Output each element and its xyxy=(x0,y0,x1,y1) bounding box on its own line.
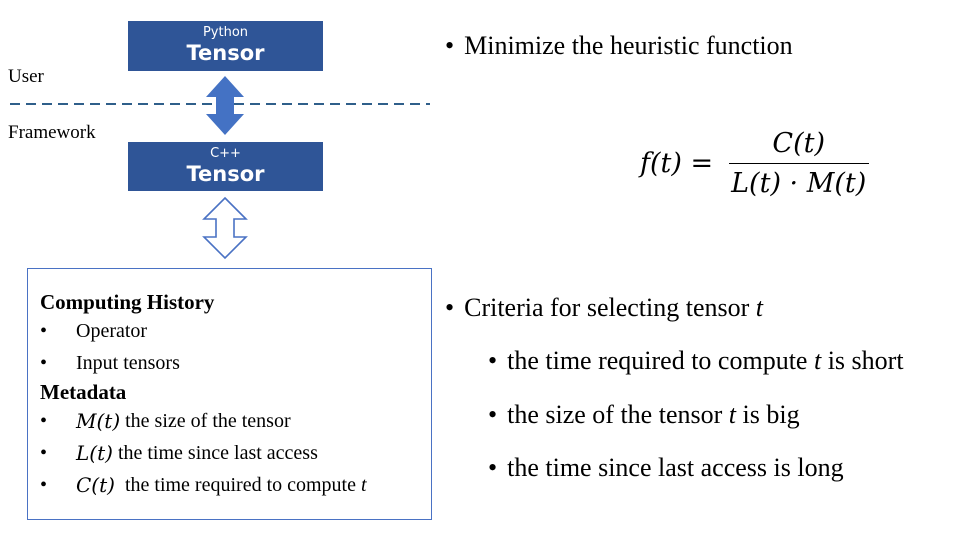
list-item: • C(t) the time required to compute t xyxy=(40,473,367,497)
python-tensor-box: Python Tensor xyxy=(128,21,323,71)
list-item: • L(t) the time since last access xyxy=(40,441,318,465)
formula-numerator: C(t) xyxy=(772,128,825,159)
divider-and-arrows xyxy=(10,76,430,260)
tensor-info-box: Computing History •Operator •Input tenso… xyxy=(27,268,432,520)
python-tensor-label: Tensor xyxy=(186,41,265,65)
computing-history-title: Computing History xyxy=(40,290,215,314)
sub-criterion-compute-time: •the time required to compute t is short xyxy=(488,346,904,375)
sub-criterion-tensor-size: •the size of the tensor t is big xyxy=(488,400,800,429)
cpp-tensor-label: Tensor xyxy=(186,162,265,186)
fraction-bar xyxy=(728,163,869,164)
size-symbol: M(t) xyxy=(76,409,121,433)
cpp-label: C++ xyxy=(210,146,241,161)
outline-double-arrow-icon xyxy=(202,196,248,260)
solid-double-arrow-icon xyxy=(206,76,244,135)
user-label: User xyxy=(8,66,44,87)
framework-label: Framework xyxy=(8,122,96,143)
formula-lhs: f(t) = xyxy=(640,148,714,179)
list-item: • M(t) the size of the tensor xyxy=(40,409,291,433)
python-label: Python xyxy=(202,25,249,40)
sub-criterion-last-access: •the time since last access is long xyxy=(488,453,844,482)
formula-denominator: L(t) · M(t) xyxy=(731,168,867,199)
list-item: •Operator xyxy=(40,320,148,342)
list-item: •Input tensors xyxy=(40,352,180,374)
compute-symbol: C(t) xyxy=(76,473,115,497)
cpp-tensor-box: C++ Tensor xyxy=(128,142,323,191)
access-symbol: L(t) xyxy=(76,441,113,465)
heuristic-formula: f(t) = C(t) L(t) · M(t) xyxy=(640,128,872,199)
metadata-title: Metadata xyxy=(40,380,127,404)
bullet-criteria: •Criteria for selecting tensor t xyxy=(445,293,764,322)
bullet-minimize: •Minimize the heuristic function xyxy=(445,31,793,60)
